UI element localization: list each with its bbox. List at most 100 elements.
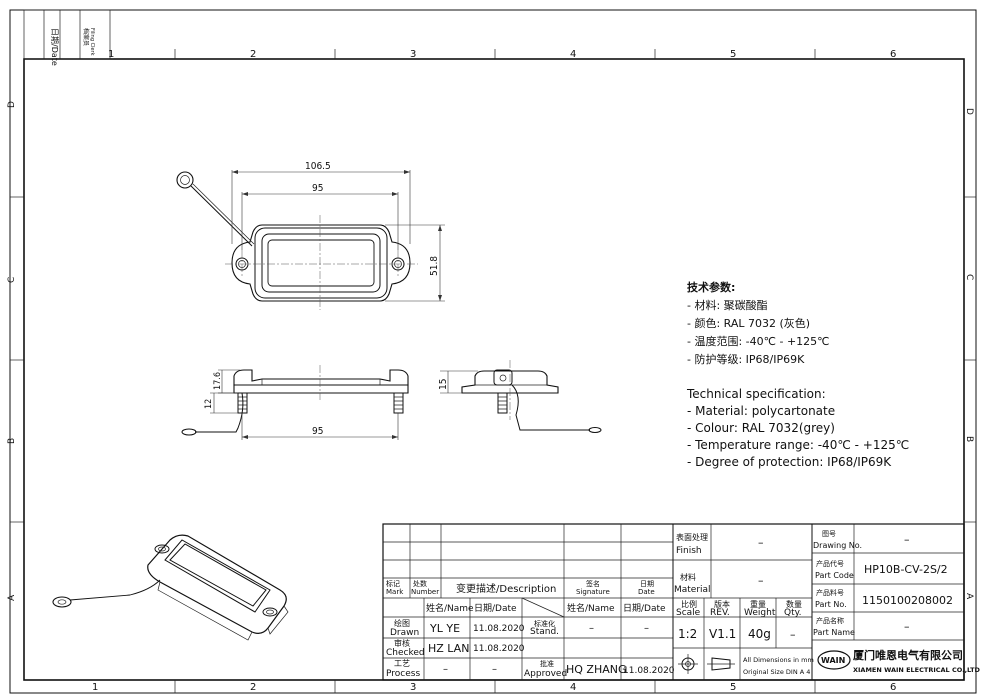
side-strip: 日期/Date 档案员 Filing Clerk — [23, 9, 111, 66]
process-cn: 工艺 — [394, 659, 410, 668]
tech-cn-line-3: - 温度范围: -40℃ - +125℃ — [687, 334, 830, 348]
col-label-5: 5 — [730, 49, 736, 60]
drawing-no-en: Drawing No. — [813, 541, 862, 550]
approved-date: 11.08.2020 — [623, 666, 675, 676]
stand-en: Stand. — [530, 627, 559, 637]
rev-date-cn: 日期 — [640, 580, 654, 588]
part-code-en: Part Code — [815, 571, 854, 580]
tech-cn-line-1: - 材料: 聚碳酸酯 — [687, 298, 768, 312]
row-label-left-c: C — [7, 277, 17, 283]
rev-sig-en: Signature — [576, 588, 610, 596]
tech-en-line-1: - Material: polycartonate — [687, 404, 835, 418]
rev-description: 变更描述/Description — [456, 582, 556, 595]
row-label-left-a: A — [7, 594, 17, 601]
approved-en: Approved — [524, 669, 567, 679]
rev-mark-en: Mark — [386, 588, 404, 596]
part-name-value: – — [904, 620, 910, 633]
col-label-bottom-3: 3 — [410, 682, 416, 693]
stand-name: – — [589, 623, 594, 634]
col-label-bottom-5: 5 — [730, 682, 736, 693]
approved-cn: 批准 — [540, 659, 554, 668]
side-filing: 档案员 — [82, 28, 90, 46]
part-no-value: 1150100208002 — [862, 594, 953, 607]
row-labels: D C B A D C B A — [7, 101, 976, 601]
finish-en: Finish — [676, 546, 702, 556]
stand-cn: 标准化 — [534, 619, 555, 628]
checked-cn: 审核 — [394, 638, 410, 648]
col-label-bottom-2: 2 — [250, 682, 256, 693]
part-no-en: Part No. — [815, 600, 847, 609]
rev-cn: 版本 — [714, 599, 730, 609]
dim-95-side: 95 — [312, 426, 323, 437]
finish-cn: 表面处理 — [676, 532, 708, 542]
part-code-cn: 产品代号 — [816, 559, 844, 568]
col-label-3: 3 — [410, 49, 416, 60]
dim-95-top: 95 — [312, 183, 323, 194]
rev-date-en: Date — [638, 588, 655, 596]
top-view: 106.5 95 51.8 — [176, 161, 445, 310]
row-label-right-d: D — [964, 108, 974, 115]
dim-51-8: 51.8 — [429, 256, 440, 276]
qty-value: – — [790, 628, 796, 641]
row-label-right-b: B — [964, 436, 974, 442]
dims-note-1: All Dimensions in mm — [743, 656, 814, 664]
side-date: 日期/Date — [50, 28, 59, 66]
tech-cn-line-2: - 颜色: RAL 7032 (灰色) — [687, 316, 810, 330]
outer-frame — [9, 9, 977, 694]
rev-number-en: Number — [411, 588, 439, 596]
dim-15: 15 — [438, 379, 449, 390]
drawing-no-cn: 图号 — [822, 530, 836, 538]
row-label-left-d: D — [7, 101, 17, 108]
side-view: 17.6 12 95 — [181, 365, 409, 440]
tech-en-line-3: - Temperature range: -40℃ - +125℃ — [687, 438, 909, 452]
dim-106-5: 106.5 — [305, 161, 331, 172]
col-label-bottom-4: 4 — [570, 682, 576, 693]
tech-cn-title: 技术参数: — [687, 280, 735, 294]
material-value: – — [758, 574, 764, 587]
weight-value: 40g — [748, 627, 771, 641]
col-label-2: 2 — [250, 49, 256, 60]
process-en: Process — [386, 669, 420, 679]
process-name: – — [443, 664, 448, 675]
col-label-1: 1 — [108, 49, 114, 60]
end-view: 15 — [438, 360, 602, 433]
drawn-en: Drawn — [390, 628, 419, 638]
company-logo: WAIN — [817, 650, 851, 670]
dim-12: 12 — [204, 399, 214, 409]
row-label-left-b: B — [7, 438, 17, 444]
checked-en: Checked — [386, 648, 425, 658]
approval-date-hdr-2: 日期/Date — [623, 603, 666, 614]
drawn-name: YL YE — [429, 622, 460, 635]
rev-mark-cn: 标记 — [386, 579, 400, 588]
tech-cn-line-4: - 防护等级: IP68/IP69K — [687, 352, 805, 366]
col-label-6: 6 — [890, 49, 896, 60]
rev-value: V1.1 — [709, 627, 736, 641]
weight-en: Weight — [744, 608, 776, 618]
rev-en: REV. — [710, 608, 730, 618]
part-name-en: Part Name — [813, 628, 855, 637]
scale-en: Scale — [676, 608, 701, 618]
rev-number-cn: 处数 — [413, 579, 427, 588]
drawn-cn: 绘图 — [394, 618, 410, 628]
col-label-bottom-6: 6 — [890, 682, 896, 693]
scale-value: 1:2 — [678, 627, 697, 641]
title-block: 标记 Mark 处数 Number 变更描述/Description 签名 Si… — [382, 523, 981, 681]
approval-name-hdr-2: 姓名/Name — [567, 602, 615, 614]
process-date: – — [492, 664, 497, 675]
col-label-bottom-1: 1 — [92, 682, 98, 693]
side-filing-en: Filing Clerk — [89, 28, 95, 56]
drawing-no-value: – — [904, 533, 910, 546]
approval-date-hdr: 日期/Date — [474, 603, 517, 614]
projection-symbol-icon — [678, 654, 735, 674]
tech-en-line-4: - Degree of protection: IP68/IP69K — [687, 455, 892, 469]
part-name-cn: 产品名称 — [816, 616, 844, 625]
tech-en-line-2: - Colour: RAL 7032(grey) — [687, 421, 835, 435]
row-label-right-c: C — [964, 274, 974, 280]
material-en: Material — [674, 585, 711, 595]
tech-en-title: Technical specification: — [686, 387, 826, 401]
qty-cn: 数量 — [786, 599, 802, 609]
col-label-4: 4 — [570, 49, 576, 60]
company-logo-text: WAIN — [821, 656, 845, 665]
part-no-cn: 产品料号 — [816, 588, 844, 597]
